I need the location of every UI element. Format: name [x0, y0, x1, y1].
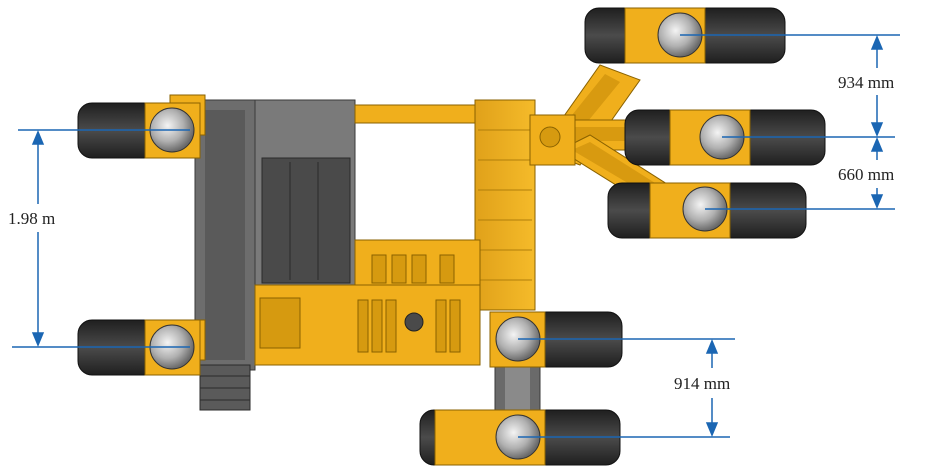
- label-914mm: 914 mm: [674, 374, 730, 393]
- dimension-line-914mm: [518, 338, 735, 438]
- dimension-line-660mm: [705, 137, 895, 210]
- dimension-line-1-98m: [12, 129, 190, 348]
- chassis: [169, 94, 576, 411]
- dimension-line-934mm: [680, 34, 900, 138]
- label-1-98m: 1.98 m: [8, 209, 55, 228]
- label-934mm: 934 mm: [838, 73, 894, 92]
- wheel-right-lower: [607, 182, 807, 239]
- label-660mm: 660 mm: [838, 165, 894, 184]
- wheel-rear-left-lower: [77, 319, 201, 376]
